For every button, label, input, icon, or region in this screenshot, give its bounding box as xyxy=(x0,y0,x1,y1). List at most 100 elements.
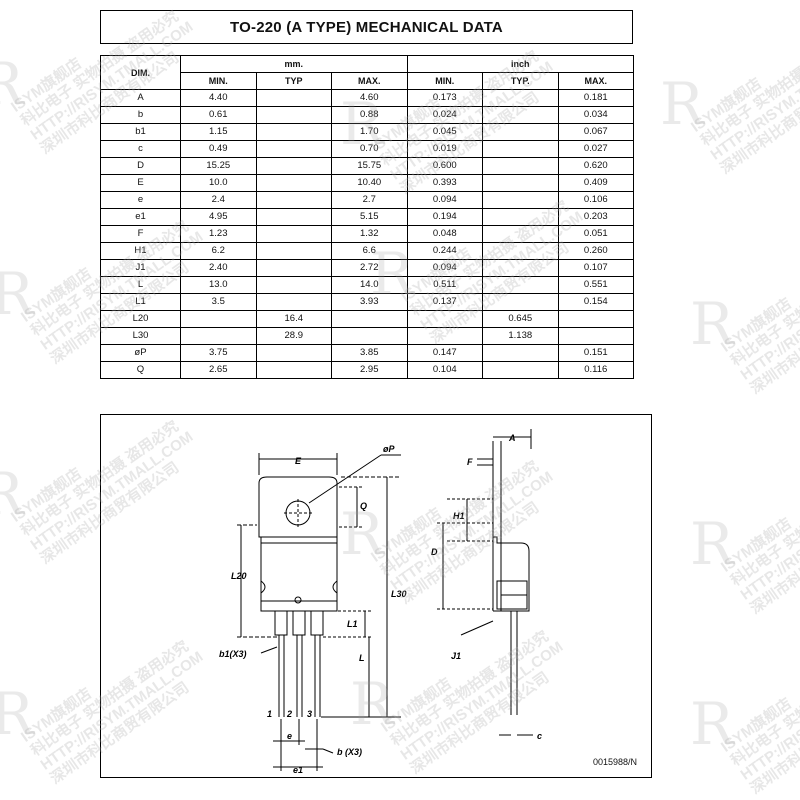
value-cell-in-min: 0.173 xyxy=(406,89,484,107)
value-cell-in-typ xyxy=(482,344,559,362)
watermark-line: 科比电子 实物拍摄 盗用必究 xyxy=(727,648,800,770)
dim-cell: E xyxy=(100,174,181,192)
dim-cell: b1 xyxy=(100,123,181,141)
value-cell-in-max: 0.154 xyxy=(557,293,635,311)
value-cell-mm-typ xyxy=(255,361,332,379)
watermark-line: HTTP://RISYM.TMALL.COM xyxy=(737,258,800,384)
label-b: b (X3) xyxy=(337,747,362,757)
value-cell-mm-max: 15.75 xyxy=(331,157,408,175)
watermark-line: 科比电子 实物拍摄 盗用必究 xyxy=(727,468,800,590)
value-cell-mm-min: 10.0 xyxy=(180,174,257,192)
value-cell-in-max xyxy=(557,310,635,328)
value-cell-mm-typ xyxy=(255,344,332,362)
value-cell-in-max: 0.106 xyxy=(557,191,635,209)
value-cell-mm-typ xyxy=(255,89,332,107)
value-cell-mm-typ xyxy=(255,208,332,226)
value-cell-mm-min: 13.0 xyxy=(180,276,257,294)
value-cell-mm-max: 0.88 xyxy=(331,106,408,124)
value-cell-in-min xyxy=(406,327,484,345)
value-cell-mm-max: 1.32 xyxy=(331,225,408,243)
pin-1-label: 1 xyxy=(267,709,272,719)
value-cell-mm-typ xyxy=(255,157,332,175)
watermark-logo: R xyxy=(0,260,34,328)
dim-cell: F xyxy=(100,225,181,243)
value-cell-in-max: 0.181 xyxy=(557,89,635,107)
value-cell-in-min: 0.094 xyxy=(406,259,484,277)
watermark-logo: R xyxy=(660,70,704,138)
value-cell-mm-typ: 28.9 xyxy=(255,327,332,345)
value-cell-mm-max: 6.6 xyxy=(331,242,408,260)
value-cell-mm-max xyxy=(331,327,408,345)
label-e: e xyxy=(287,731,292,741)
dim-cell: c xyxy=(100,140,181,158)
value-cell-in-typ xyxy=(482,276,559,294)
dim-cell: J1 xyxy=(100,259,181,277)
value-cell-mm-max: 14.0 xyxy=(331,276,408,294)
sub-header: TYP xyxy=(255,72,332,90)
value-cell-mm-min: 2.65 xyxy=(180,361,257,379)
value-cell-in-typ xyxy=(482,259,559,277)
unit-inch-header: inch xyxy=(406,55,635,73)
label-phiP: øP xyxy=(383,444,395,454)
value-cell-mm-min: 4.95 xyxy=(180,208,257,226)
label-H1: H1 xyxy=(453,511,465,521)
dim-cell: e1 xyxy=(100,208,181,226)
value-cell-mm-typ xyxy=(255,123,332,141)
unit-mm-header: mm. xyxy=(180,55,408,73)
sub-header: MAX. xyxy=(557,72,635,90)
value-cell-mm-min: 2.4 xyxy=(180,191,257,209)
dim-cell: L20 xyxy=(100,310,181,328)
sub-header: MIN. xyxy=(180,72,257,90)
value-cell-mm-min: 0.49 xyxy=(180,140,257,158)
value-cell-in-max: 0.067 xyxy=(557,123,635,141)
label-e1: e1 xyxy=(293,765,303,775)
value-cell-in-min: 0.019 xyxy=(406,140,484,158)
value-cell-in-min xyxy=(406,310,484,328)
value-cell-mm-max: 2.95 xyxy=(331,361,408,379)
dim-cell: H1 xyxy=(100,242,181,260)
value-cell-in-typ xyxy=(482,361,559,379)
dim-cell: D xyxy=(100,157,181,175)
pin-3-label: 3 xyxy=(307,709,312,719)
watermark-line: 深圳市科比商贸有限公司 xyxy=(747,508,800,618)
mechanical-data-table: DIM. mm. inch MIN. TYP MAX. MIN. TYP. MA… xyxy=(100,55,635,379)
watermark-line: HTTP://RISYM.TMALL.COM xyxy=(737,478,800,604)
label-L1: L1 xyxy=(347,619,358,629)
dim-cell: Q xyxy=(100,361,181,379)
watermark-logo: R xyxy=(690,510,734,578)
mechanical-drawing: E øP Q L20 L30 L1 L b1(X3) b (X3) e e1 1… xyxy=(100,414,652,778)
watermark-line: ISYM旗舰店 xyxy=(688,74,765,136)
watermark-line: 深圳市科比商贸有限公司 xyxy=(747,288,800,398)
value-cell-mm-min: 1.23 xyxy=(180,225,257,243)
pin-2-label: 2 xyxy=(286,709,292,719)
value-cell-in-typ xyxy=(482,140,559,158)
value-cell-in-min: 0.024 xyxy=(406,106,484,124)
value-cell-mm-min: 6.2 xyxy=(180,242,257,260)
label-c: c xyxy=(537,731,542,741)
dim-cell: L xyxy=(100,276,181,294)
dim-cell: A xyxy=(100,89,181,107)
watermark-line: 深圳市科比商贸有限公司 xyxy=(747,688,800,798)
value-cell-mm-typ xyxy=(255,293,332,311)
page-title: TO-220 (A TYPE) MECHANICAL DATA xyxy=(230,18,503,36)
value-cell-in-typ: 0.645 xyxy=(482,310,559,328)
dim-cell: L1 xyxy=(100,293,181,311)
value-cell-mm-max: 3.93 xyxy=(331,293,408,311)
value-cell-mm-max: 2.72 xyxy=(331,259,408,277)
value-cell-in-max: 0.551 xyxy=(557,276,635,294)
value-cell-in-max: 0.203 xyxy=(557,208,635,226)
watermark-line: ISYM旗舰店 xyxy=(718,694,795,756)
value-cell-in-typ xyxy=(482,174,559,192)
value-cell-in-min: 0.600 xyxy=(406,157,484,175)
sub-header: MIN. xyxy=(406,72,484,90)
watermark-logo: R xyxy=(0,460,24,528)
label-L30: L30 xyxy=(391,589,407,599)
